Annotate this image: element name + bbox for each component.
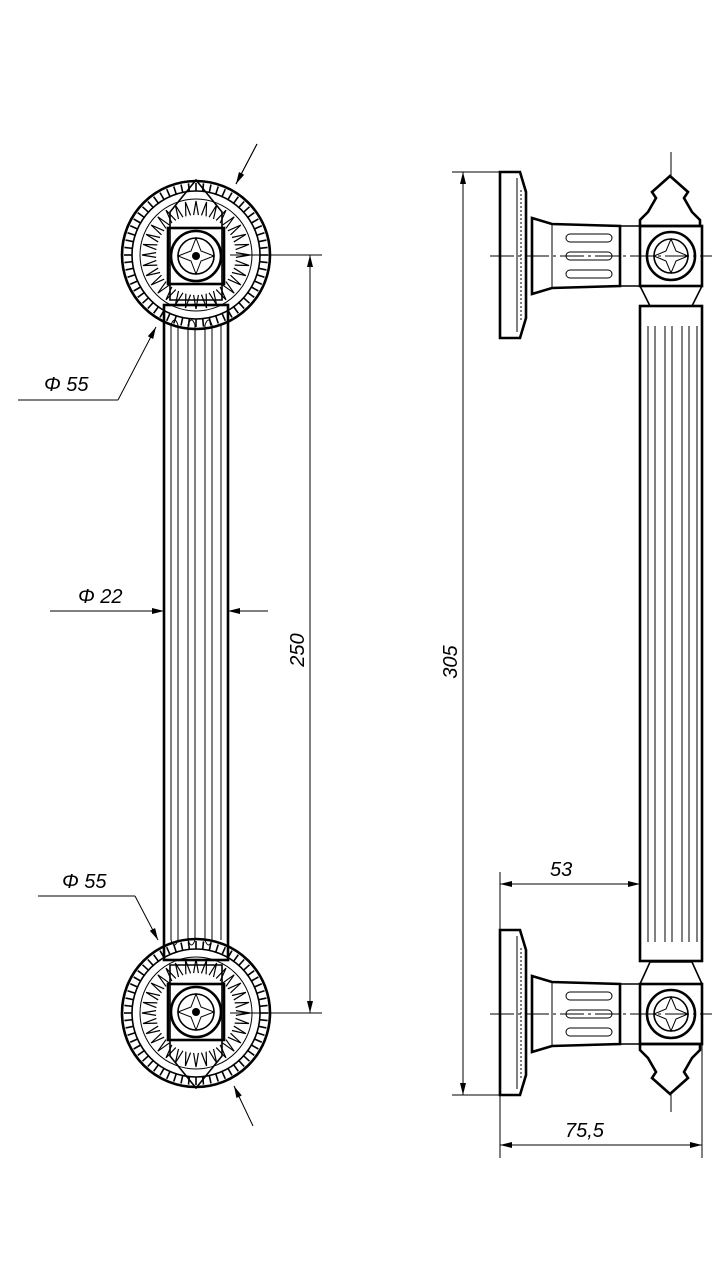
side-view: 305 53 75,5 [440, 152, 712, 1158]
rosette-bottom [120, 937, 272, 1090]
handle-bar [162, 303, 230, 962]
dimension-overall-length: 305 [440, 171, 500, 1096]
side-post-top [530, 216, 642, 296]
label-overall-length: 305 [440, 644, 462, 678]
label-projection: 53 [550, 859, 572, 881]
side-finial-top [638, 152, 704, 307]
label-center-distance: 250 [287, 633, 309, 667]
dimension-rosette-top-diameter: Φ 55 [18, 143, 258, 401]
label-bar-diameter: Φ 22 [78, 586, 123, 608]
front-view: Φ 55 Φ 22 Φ 55 250 [18, 143, 322, 1127]
dimension-rosette-bottom-diameter: Φ 55 [38, 871, 254, 1127]
label-rosette-bottom-diameter: Φ 55 [62, 871, 107, 893]
dimension-center-distance: 250 [230, 254, 322, 1014]
side-rosette-top [498, 170, 528, 340]
side-post-bottom [530, 974, 642, 1054]
dimension-projection: 53 [499, 859, 640, 930]
label-overall-depth: 75,5 [565, 1120, 605, 1142]
dimension-overall-depth: 75,5 [499, 1044, 703, 1158]
side-handle-bar [638, 304, 704, 963]
side-rosette-bottom [498, 928, 528, 1097]
side-finial-bottom [638, 961, 704, 1112]
dimension-bar-diameter: Φ 22 [50, 586, 268, 614]
label-rosette-top-diameter: Φ 55 [44, 374, 89, 396]
